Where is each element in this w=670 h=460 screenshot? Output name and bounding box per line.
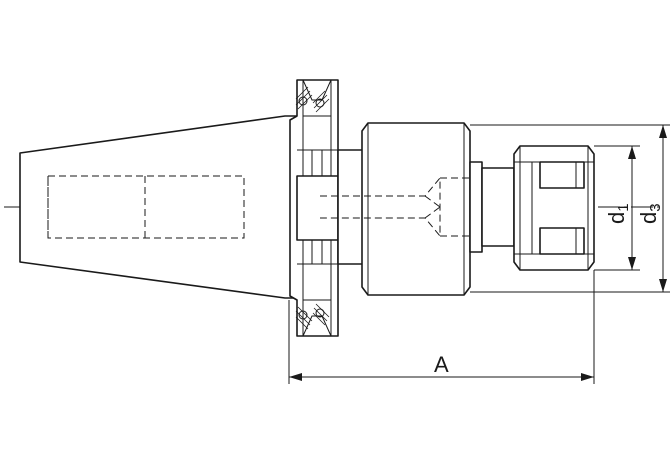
dimension-d1-label: d1 — [604, 203, 632, 224]
section-hatch-top — [295, 86, 330, 113]
dimension-a-label: A — [434, 352, 449, 377]
section-hatch-bottom — [295, 303, 330, 330]
dimension-a: A — [289, 352, 594, 381]
collet-nut — [513, 145, 595, 271]
dimension-d3: d3 — [636, 125, 667, 292]
dimension-d1: d1 — [604, 146, 636, 270]
flange — [289, 79, 339, 337]
taper-shank — [19, 115, 298, 299]
dimension-d3-label: d3 — [636, 203, 664, 224]
collet-shaft — [469, 161, 483, 253]
extension-lines — [288, 124, 670, 384]
holder-body — [320, 122, 520, 296]
collet-shaft-ring — [481, 167, 515, 247]
neck — [337, 149, 365, 265]
